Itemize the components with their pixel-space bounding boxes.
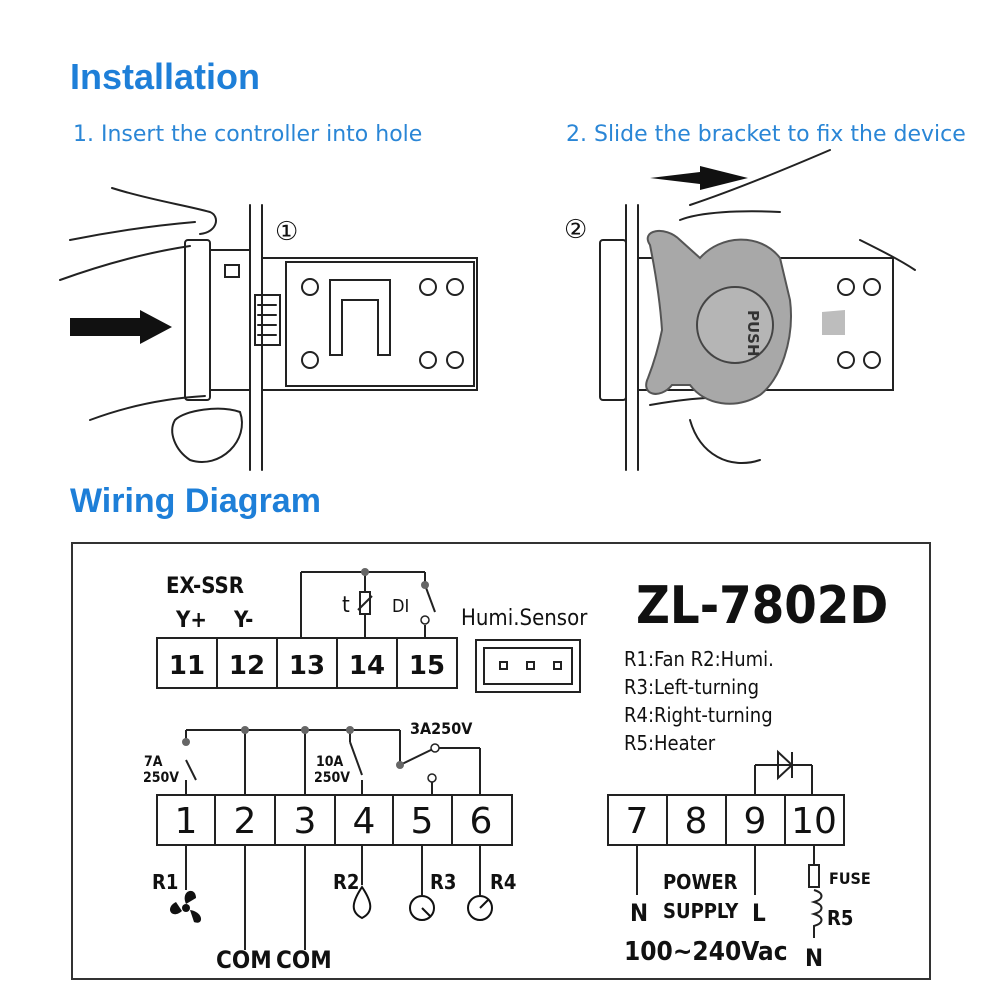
n-left-label: N (630, 899, 648, 927)
legend-line-1: R1:Fan R2:Humi. (624, 647, 774, 671)
slot (329, 279, 391, 356)
heater-coil-icon (810, 889, 823, 938)
terminal-13: 13 (289, 651, 325, 681)
hole (446, 351, 464, 369)
terminal-6: 6 (470, 801, 493, 842)
installation-title: Installation (70, 56, 261, 97)
controller-neck (209, 249, 251, 391)
finger-top-2 (59, 245, 191, 281)
com1-label: COM (216, 946, 272, 974)
fuse-label: FUSE (829, 869, 871, 888)
l-label: L (752, 899, 766, 927)
finger-top-1 (111, 187, 217, 235)
hole (301, 351, 319, 369)
thumb2 (689, 419, 761, 465)
triac-icon (777, 749, 794, 781)
relay-7a-label: 7A (144, 754, 163, 770)
junction-dot (421, 581, 429, 589)
relay-10a-volt: 250V (314, 770, 350, 786)
finger-bottom-1 (89, 395, 206, 421)
relay-3a-label: 3A250V (410, 719, 473, 738)
step2-marker: ② (564, 215, 587, 245)
voltage-label: 100~240Vac (624, 937, 788, 967)
hole (837, 351, 855, 369)
latch-ridges (257, 304, 277, 336)
terminal-9: 9 (744, 801, 767, 842)
terminal-14: 14 (349, 651, 385, 681)
r3-label: R3 (430, 870, 456, 894)
hole (419, 278, 437, 296)
junction-dot (361, 568, 369, 576)
legend-line-3: R4:Right-turning (624, 703, 773, 727)
push-label: PUSH (744, 310, 762, 357)
finger2-top-2 (679, 210, 781, 221)
finger2-top (689, 149, 831, 206)
hole (419, 351, 437, 369)
t-label: t (342, 593, 350, 618)
step1-marker: ① (275, 217, 298, 247)
thumb-bottom (171, 407, 243, 463)
step2-caption: 2. Slide the bracket to fix the device (566, 122, 966, 147)
terminal-7: 7 (626, 801, 649, 842)
y-minus-label: Y- (233, 608, 253, 633)
terminal-2: 2 (234, 801, 257, 842)
terminal-10: 10 (791, 801, 837, 842)
n-right-label: N (805, 944, 823, 972)
right-turn-icon (467, 895, 493, 921)
latch (254, 294, 281, 346)
controller2-bezel (599, 239, 627, 401)
legend-line-4: R5:Heater (624, 731, 716, 755)
terminal-15: 15 (409, 651, 445, 681)
top-terminal-block (156, 637, 458, 689)
r1-label: R1 (152, 870, 178, 894)
hole (863, 351, 881, 369)
legend-line-2: R3:Left-turning (624, 675, 759, 699)
step1-caption: 1. Insert the controller into hole (73, 122, 423, 147)
humi-sensor-connector (475, 639, 581, 693)
humidifier-icon (352, 885, 372, 920)
hole (837, 278, 855, 296)
controller-inner (285, 261, 475, 387)
fan-icon (169, 890, 202, 923)
left-turn-icon (409, 895, 435, 921)
finger2-top-3 (859, 239, 916, 271)
terminal-4: 4 (353, 801, 376, 842)
relay-7a-volt: 250V (143, 770, 179, 786)
ex-ssr-label: EX-SSR (166, 574, 244, 599)
terminal-8: 8 (685, 801, 708, 842)
hole (446, 278, 464, 296)
hole (301, 278, 319, 296)
supply-label: SUPPLY (663, 899, 739, 923)
terminal-12: 12 (229, 651, 265, 681)
latch2 (822, 310, 845, 335)
r4-label: R4 (490, 870, 516, 894)
power-label: POWER (663, 870, 738, 894)
r5-label: R5 (827, 906, 853, 930)
terminal-5: 5 (411, 801, 434, 842)
humi-sensor-label: Humi.Sensor (461, 606, 588, 631)
com2-label: COM (276, 946, 332, 974)
r2-label: R2 (333, 870, 359, 894)
terminal-3: 3 (294, 801, 317, 842)
terminal-1: 1 (175, 801, 198, 842)
wiring-title: Wiring Diagram (70, 482, 321, 520)
contact-dot (420, 615, 430, 625)
relay-10a-label: 10A (316, 754, 344, 770)
y-plus-label: Y+ (175, 608, 207, 633)
bracket-push-button (696, 286, 774, 364)
clip (224, 264, 240, 278)
push-arrow-icon (70, 310, 172, 344)
hole (863, 278, 881, 296)
terminal-11: 11 (169, 651, 205, 681)
fuse-icon (808, 864, 820, 888)
slide-arrow-icon (650, 166, 748, 190)
di-label: DI (392, 596, 409, 617)
finger-top-3 (69, 221, 196, 241)
model-label: ZL-7802D (636, 576, 888, 636)
